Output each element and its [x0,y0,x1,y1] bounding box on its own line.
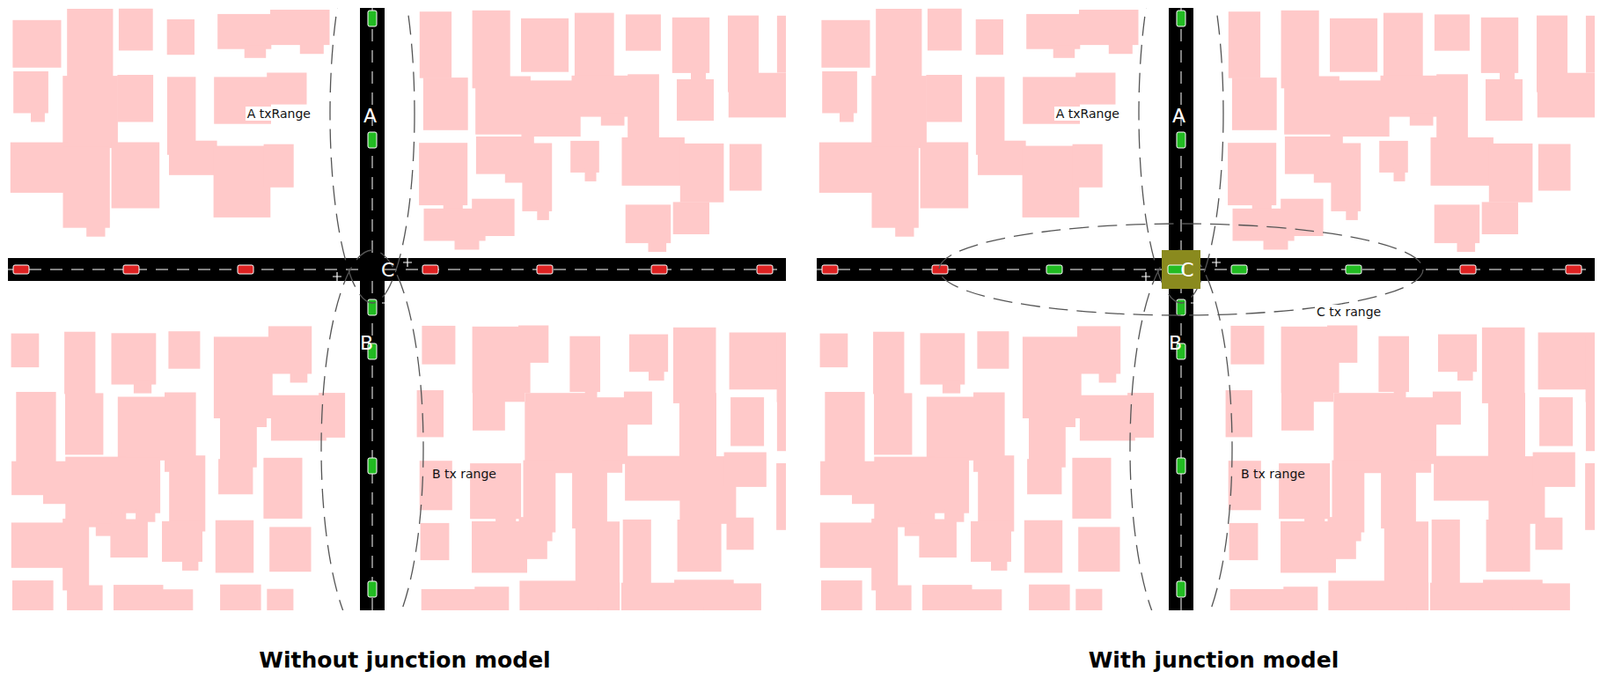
vehicle-letter: C [1180,258,1194,281]
car [367,580,377,597]
tx-range [939,7,1424,610]
range-label: B tx range [1240,467,1306,480]
car [822,264,838,274]
vehicle-letter: B [1168,333,1182,353]
car [1176,132,1186,148]
buildings [10,8,786,610]
vehicle-letter: A [1172,106,1186,126]
range-label: B tx range [432,467,497,480]
car [237,264,254,274]
vehicle-letter: B [359,333,374,353]
car [756,264,773,274]
range-label: C tx range [1314,304,1383,319]
buildings [819,8,1595,610]
vehicle-letter: C [381,260,395,280]
range-label: A txRange [245,106,313,121]
car [1176,457,1186,474]
car [422,264,439,274]
panel-caption: With junction model [1088,648,1339,671]
car [367,457,377,474]
junction-box: C [1161,249,1201,289]
car [13,264,30,274]
street-map [816,7,1595,610]
roads [7,7,786,610]
car [367,299,377,316]
car [367,132,377,148]
car [1565,264,1582,274]
range-label: A txRange [1054,106,1122,121]
car [1231,264,1248,274]
car [367,10,377,27]
vehicle-letter: A [363,106,377,126]
car [1176,299,1186,316]
car [651,264,668,274]
car [536,264,553,274]
roads [816,7,1595,610]
car [123,264,140,274]
car [1345,264,1362,274]
tx-range [321,7,424,610]
street-map [7,7,786,610]
car [1460,264,1476,274]
car [1176,10,1186,27]
car [1176,580,1186,597]
car [1046,264,1063,274]
panel-caption: Without junction model [258,648,551,671]
